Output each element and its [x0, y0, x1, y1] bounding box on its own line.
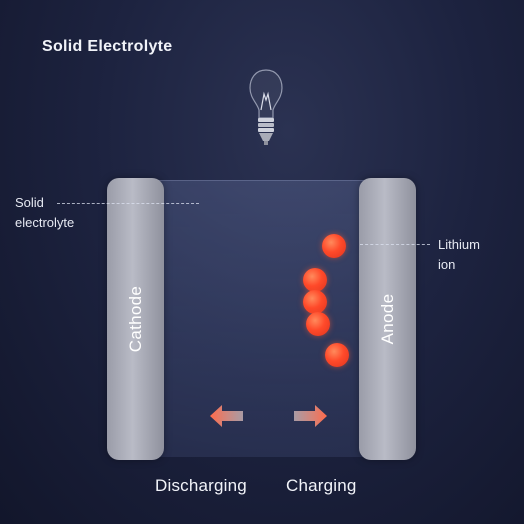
solid-electrolyte-leader-line — [57, 203, 199, 204]
solid-electrolyte-label: Solid electrolyte — [15, 195, 75, 230]
diagram-title: Solid Electrolyte — [42, 38, 173, 55]
anode-electrode: Anode — [359, 178, 416, 460]
lithium-ion — [303, 268, 327, 292]
lithium-ion — [325, 343, 349, 367]
cathode-electrode: Cathode — [107, 178, 164, 460]
lithium-ion — [306, 312, 330, 336]
charging-label: Charging — [286, 476, 357, 495]
lithium-ion-leader-line — [360, 244, 430, 245]
lithium-ion-label: Lithium ion — [438, 237, 480, 272]
arrow-right-icon — [294, 405, 327, 427]
discharging-label: Discharging — [155, 476, 247, 495]
lithium-ion — [322, 234, 346, 258]
arrow-left-icon — [210, 405, 243, 427]
light-bulb-icon — [249, 69, 283, 145]
lithium-ion — [303, 290, 327, 314]
solid-electrolyte-region — [132, 180, 384, 457]
cathode-label: Cathode — [125, 285, 145, 353]
anode-label: Anode — [377, 293, 397, 345]
